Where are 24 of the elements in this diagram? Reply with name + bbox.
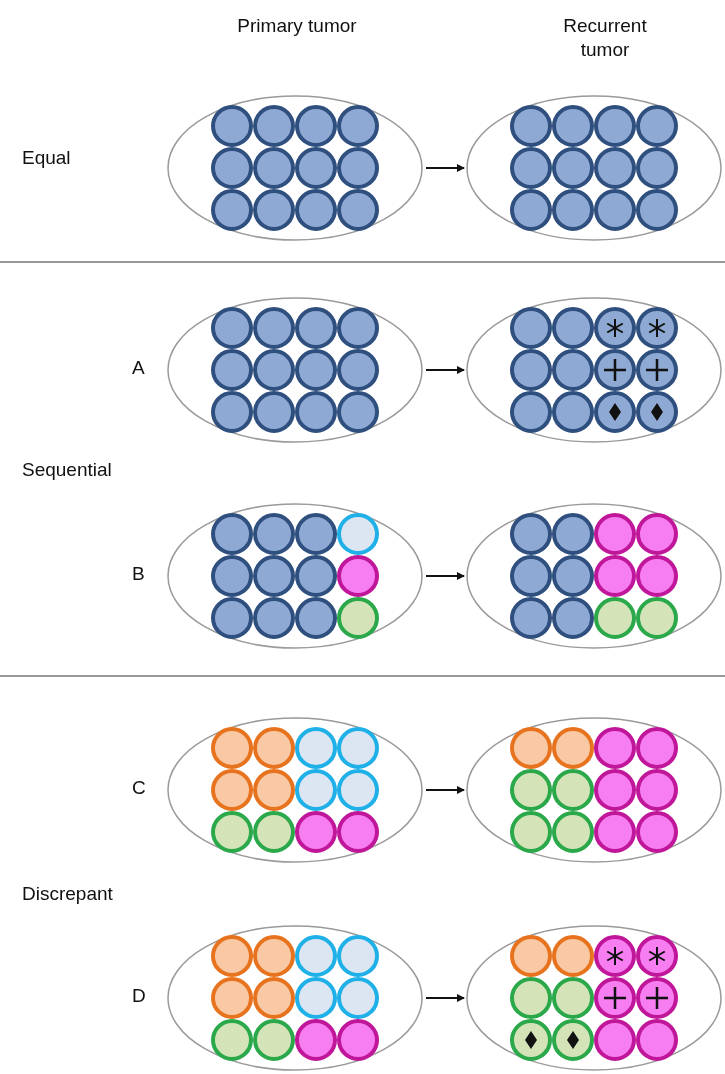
arrow xyxy=(425,786,465,794)
arrow xyxy=(425,164,465,172)
tumor-ellipse xyxy=(167,95,423,241)
tumor-ellipse xyxy=(466,925,722,1071)
group-label: Equal xyxy=(22,146,71,170)
tumor-ellipse xyxy=(167,925,423,1071)
tumor-ellipse xyxy=(167,503,423,649)
column-header: Recurrent tumor xyxy=(562,14,648,62)
group-label: Sequential xyxy=(22,458,112,482)
tumor-ellipse xyxy=(466,95,722,241)
case-label: C xyxy=(132,776,146,800)
case-label: B xyxy=(132,562,145,586)
tumor-ellipse xyxy=(466,717,722,863)
group-label: Discrepant xyxy=(22,882,113,906)
arrow xyxy=(425,994,465,1002)
tumor-ellipse xyxy=(167,717,423,863)
tumor-ellipse xyxy=(167,297,423,443)
tumor-ellipse xyxy=(466,297,722,443)
case-label: A xyxy=(132,356,145,380)
case-label: D xyxy=(132,984,146,1008)
column-header: Primary tumor xyxy=(237,14,357,38)
arrow xyxy=(425,572,465,580)
tumor-ellipse xyxy=(466,503,722,649)
arrow xyxy=(425,366,465,374)
